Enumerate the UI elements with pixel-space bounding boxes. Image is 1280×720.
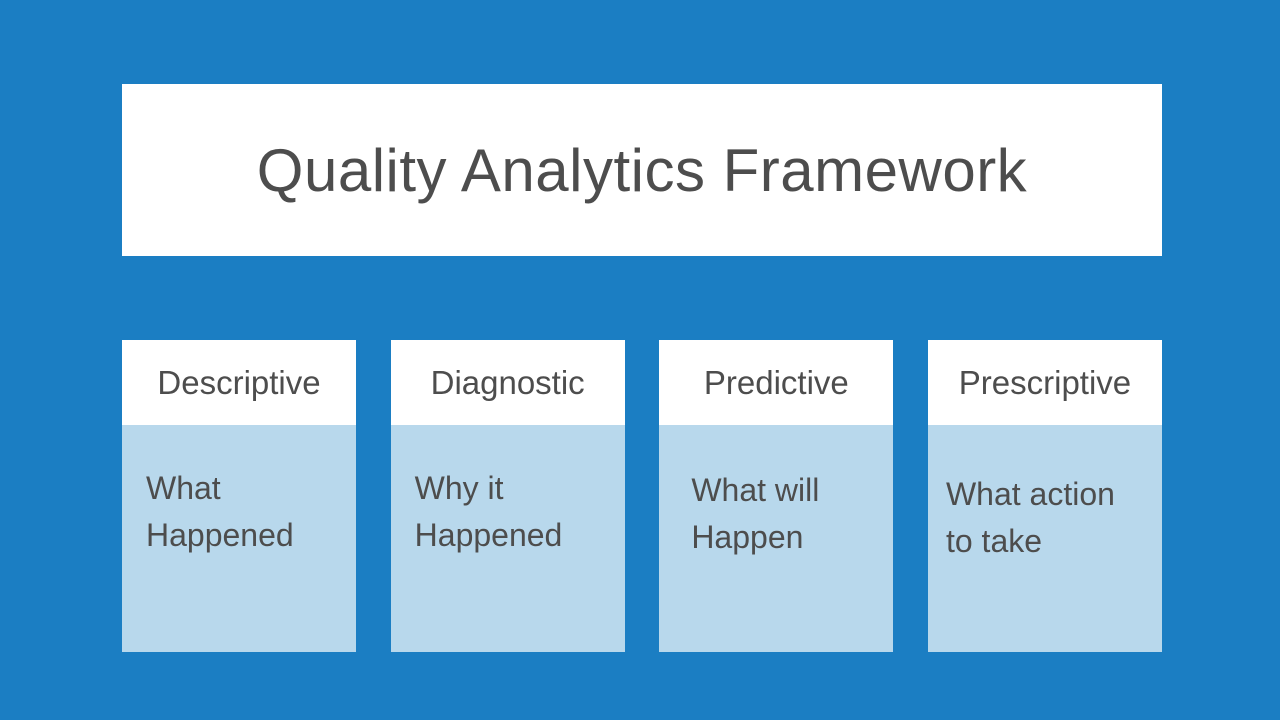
column-predictive: Predictive What will Happen xyxy=(659,340,894,652)
column-body-text: What action to take xyxy=(927,425,1162,652)
title-box: Quality Analytics Framework xyxy=(122,84,1162,256)
slide-title: Quality Analytics Framework xyxy=(256,136,1028,204)
column-body-text: What will Happen xyxy=(659,425,894,652)
column-header: Diagnostic xyxy=(390,340,625,425)
column-body-text: What Happened xyxy=(122,425,356,652)
analytics-columns: Descriptive What Happened Diagnostic Why… xyxy=(122,340,1162,652)
column-prescriptive: Prescriptive What action to take xyxy=(927,340,1162,652)
column-body-text: Why it Happened xyxy=(390,425,625,652)
column-header: Predictive xyxy=(659,340,894,425)
column-diagnostic: Diagnostic Why it Happened xyxy=(390,340,625,652)
column-header: Descriptive xyxy=(122,340,356,425)
column-header: Prescriptive xyxy=(927,340,1162,425)
column-descriptive: Descriptive What Happened xyxy=(122,340,356,652)
